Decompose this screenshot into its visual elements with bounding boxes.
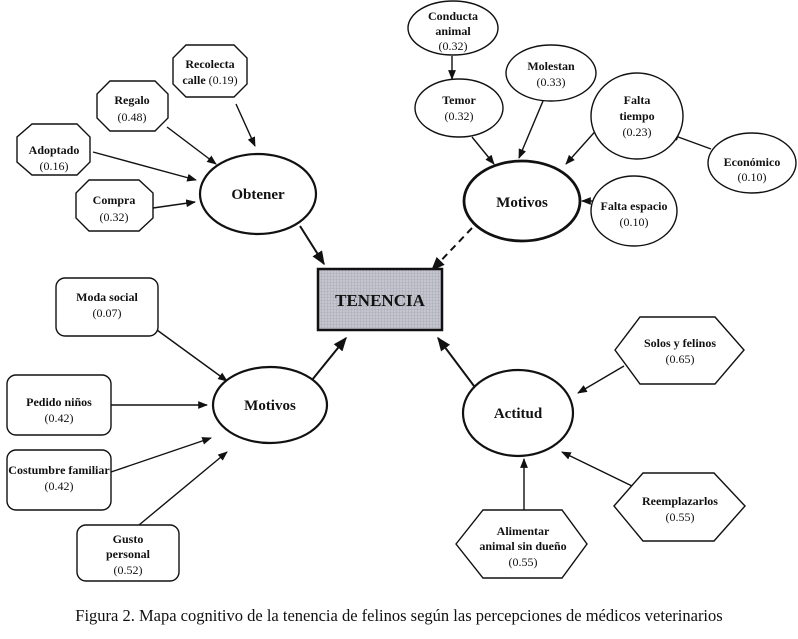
node-costumbre-familiar: Costumbre familiar (0.42) <box>6 449 112 511</box>
edge-actitud-tenencia <box>437 336 475 387</box>
edge-adoptado-obtener <box>92 151 197 182</box>
solos-label: Solos y felinos <box>644 336 716 350</box>
hub-obtener: Obtener <box>198 152 318 236</box>
alimentar-label: Alimentar <box>497 524 550 538</box>
falta-tiempo-value: (0.23) <box>623 125 652 139</box>
falta-espacio-value: (0.10) <box>620 215 649 229</box>
node-solos-felinos: Solos y felinos (0.65) <box>614 316 745 385</box>
molestan-label: Molestan <box>527 59 575 73</box>
reemplazarlos-label: Reemplazarlos <box>642 494 718 508</box>
economico-value: (0.10) <box>738 170 767 184</box>
gusto-label: Gusto <box>113 532 144 546</box>
costumbre-value: (0.42) <box>45 479 74 493</box>
node-recolecta-calle: Recolecta calle(0.19) <box>172 44 248 98</box>
node-alimentar-animal: Alimentar animal sin dueño (0.55) <box>455 509 588 579</box>
node-regalo: Regalo (0.48) <box>96 80 169 132</box>
hub-motivos-positive-label: Motivos <box>244 398 296 414</box>
gusto-label-2: personal <box>106 547 151 561</box>
economico-label: Económico <box>724 155 781 169</box>
hub-actitud-label: Actitud <box>494 406 543 422</box>
node-falta-espacio: Falta espacio (0.10) <box>590 175 678 247</box>
molestan-value: (0.33) <box>537 75 566 89</box>
node-falta-tiempo: Falta tiempo (0.23) <box>590 72 684 160</box>
recolecta-label: Recolecta <box>185 57 234 71</box>
solos-value: (0.65) <box>666 352 695 366</box>
edge-compra-obtener <box>152 199 196 209</box>
moda-label: Moda social <box>76 290 138 304</box>
costumbre-label: Costumbre familiar <box>8 463 110 477</box>
regalo-value: (0.48) <box>118 110 147 124</box>
node-conducta-animal: Conducta animal (0.32) <box>407 0 499 56</box>
edge-costumbre-motivos <box>110 437 212 473</box>
node-economico: Económico (0.10) <box>707 132 797 194</box>
node-moda-social: Moda social (0.07) <box>55 277 159 337</box>
edge-temor-motivos <box>471 136 495 165</box>
node-gusto-personal: Gusto personal (0.52) <box>76 524 180 582</box>
alimentar-value: (0.55) <box>509 555 538 569</box>
node-compra: Compra (0.32) <box>75 179 154 232</box>
edge-moda-motivos <box>156 329 228 382</box>
edge-gusto-motivos <box>138 451 228 526</box>
pedido-value: (0.42) <box>45 411 74 425</box>
edge-solos-actitud <box>577 365 625 394</box>
conducta-value: (0.32) <box>439 39 468 53</box>
regalo-label: Regalo <box>114 93 149 107</box>
pedido-label: Pedido niños <box>26 395 92 409</box>
hub-motivos-negative-label: Motivos <box>496 195 548 211</box>
conducta-label-2: animal <box>435 24 471 38</box>
edge-motivos-tenencia-dashed <box>431 227 473 272</box>
node-temor: Temor (0.32) <box>414 78 504 138</box>
temor-label: Temor <box>442 93 476 107</box>
edge-regalo-obtener <box>166 126 217 165</box>
edge-molestan-motivos <box>518 100 544 159</box>
hub-actitud: Actitud <box>461 368 575 458</box>
reemplazarlos-value: (0.55) <box>666 510 695 524</box>
svg-text:calle(0.19): calle(0.19) <box>182 73 237 87</box>
node-adoptado: Adoptado (0.16) <box>16 123 91 176</box>
adoptado-label: Adoptado <box>29 143 80 157</box>
falta-tiempo-label: Falta <box>624 93 651 107</box>
falta-espacio-label: Falta espacio <box>601 199 668 213</box>
falta-tiempo-label-2: tiempo <box>619 109 654 123</box>
node-molestan: Molestan (0.33) <box>505 44 597 102</box>
compra-label: Compra <box>93 193 136 207</box>
recolecta-label-2: calle <box>182 73 206 87</box>
adoptado-value: (0.16) <box>40 159 69 173</box>
alimentar-label-2: animal sin dueño <box>479 539 566 553</box>
tenencia-label: TENENCIA <box>335 291 425 310</box>
edge-recolecta-obtener <box>235 103 256 147</box>
compra-value: (0.32) <box>100 210 129 224</box>
node-pedido-ninos: Pedido niños (0.42) <box>6 374 112 436</box>
node-tenencia: TENENCIA <box>316 267 444 332</box>
conducta-label: Conducta <box>428 9 478 23</box>
temor-value: (0.32) <box>445 109 474 123</box>
edge-obtener-tenencia <box>299 225 325 266</box>
hub-motivos-negative: Motivos <box>462 159 582 243</box>
edge-reemplazarlos-actitud <box>561 451 633 487</box>
hub-obtener-label: Obtener <box>231 187 285 203</box>
moda-value: (0.07) <box>93 306 122 320</box>
node-reemplazarlos: Reemplazarlos (0.55) <box>613 472 746 542</box>
hub-motivos-positive: Motivos <box>211 365 329 445</box>
edge-motivos-tenencia <box>311 336 347 381</box>
figure-caption: Figura 2. Mapa cognitivo de la tenencia … <box>75 606 723 625</box>
recolecta-value: (0.19) <box>209 73 238 87</box>
gusto-value: (0.52) <box>114 563 143 577</box>
cognitive-map: TENENCIA Obtener Motivos Motivos Actitud… <box>6 0 797 582</box>
